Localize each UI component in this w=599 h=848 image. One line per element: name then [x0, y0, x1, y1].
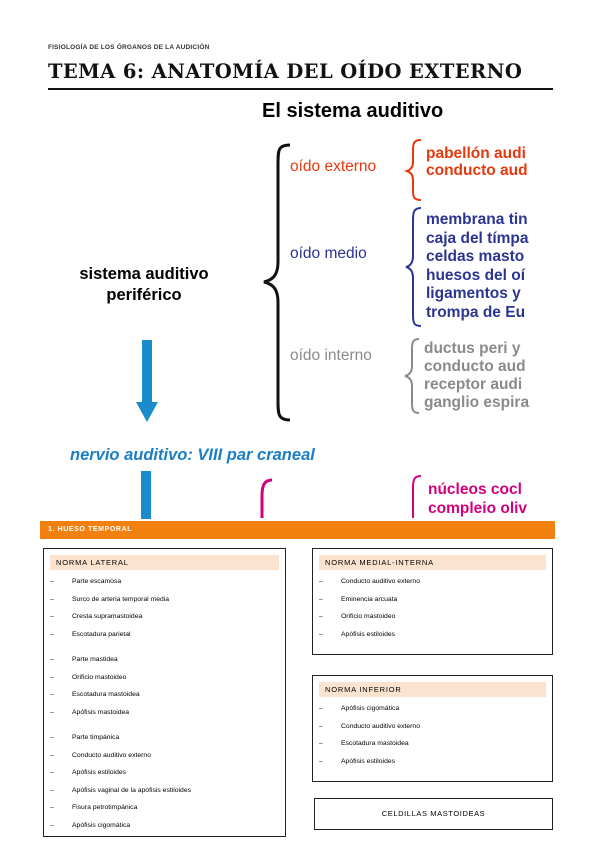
list-item: –Surco de arteria temporal media — [50, 591, 279, 609]
list-item: –Conducto auditivo externo — [319, 718, 546, 736]
middle-ear-item: caja del tímpa — [426, 229, 529, 247]
middle-ear-item: membrana tin — [426, 211, 528, 228]
list-item-text: Fisura petrotimpánica — [72, 804, 138, 811]
medial-box: NORMA MEDIAL-INTERNA –Conducto auditivo … — [312, 548, 553, 655]
middle-ear-list: membrana tin caja del tímpa celdas masto… — [426, 211, 541, 323]
list-item: –Apófisis estiloides — [50, 764, 279, 782]
list-item-text: Apófisis cigomática — [341, 705, 400, 712]
outer-brace — [403, 139, 422, 201]
middle-ear-label: oído medio — [290, 245, 367, 262]
magenta-brace-left — [260, 478, 273, 518]
nuclei-item: núcleos cocl — [428, 481, 522, 498]
list-item: –Escotadura parietal — [50, 626, 279, 644]
list-item: –Escotadura mastoidea — [50, 686, 279, 704]
middle-ear-item: celdas masto — [426, 248, 525, 265]
inferior-box: NORMA INFERIOR –Apófisis cigomática –Con… — [312, 675, 553, 782]
list-item: –Parte mastidea — [50, 651, 279, 669]
list-item: –Conducto auditivo externo — [319, 573, 546, 591]
lateral-group-2: –Parte mastidea –Orificio mastoideo –Esc… — [44, 651, 285, 721]
list-item-text: Surco de arteria temporal media — [72, 595, 170, 603]
section-header: 1. HUESO TEMPORAL — [40, 521, 555, 539]
middle-brace — [405, 207, 422, 327]
list-item: –Apófisis cigomática — [50, 817, 279, 835]
outer-ear-item: pabellón audi — [426, 145, 526, 162]
lateral-heading: NORMA LATERAL — [50, 555, 279, 570]
outer-ear-label: oído externo — [290, 158, 377, 175]
list-item: –Orificio mastoideo — [319, 608, 546, 626]
magenta-brace-right — [412, 475, 422, 518]
list-item-text: Conducto auditivo externo — [341, 722, 420, 730]
list-item: –Orificio mastoideo — [50, 669, 279, 687]
nuclei-item: compleio oliv — [428, 500, 528, 517]
nuclei-list: núcleos cocl compleio oliv — [428, 480, 541, 521]
outer-ear-item: conducto aud — [426, 162, 528, 179]
list-item: –Fisura petrotimpánica — [50, 799, 279, 817]
list-item-text: Parte mastidea — [72, 656, 118, 663]
list-item-text: Apófisis cigomática — [72, 821, 131, 829]
list-item: –Apófisis mastoidea — [50, 704, 279, 722]
list-item-text: Apófisis mastoidea — [72, 708, 130, 716]
lateral-group-3: –Parte timpánica –Conducto auditivo exte… — [44, 729, 285, 834]
medial-heading: NORMA MEDIAL-INTERNA — [319, 555, 546, 570]
list-item-text: Conducto auditivo externo — [341, 578, 420, 585]
figure-title: El sistema auditivo — [262, 100, 444, 122]
list-item: –Apófisis estiloides — [319, 753, 546, 771]
list-item-text: Apófisis estiloides — [341, 630, 396, 638]
subject-label: FISIOLOGÍA DE LOS ÓRGANOS DE LA AUDICIÓN — [48, 44, 210, 51]
list-item: –Apófisis cigomática — [319, 700, 546, 718]
inferior-list: –Apófisis cigomática –Conducto auditivo … — [313, 700, 552, 770]
lateral-box: NORMA LATERAL –Parte escamosa –Surco de … — [43, 548, 286, 837]
list-item: –Conducto auditivo externo — [50, 747, 279, 765]
list-item: –Apófisis estiloides — [319, 626, 546, 644]
list-item-text: Escotadura mastoidea — [341, 740, 409, 747]
list-item-text: Escotadura parietal — [72, 630, 131, 638]
list-item-text: Apófisis estiloides — [72, 769, 127, 776]
list-item-text: Conducto auditivo externo — [72, 751, 151, 759]
list-item-text: Cresta supramastoidea — [72, 613, 143, 620]
list-item-text: Parte timpánica — [72, 734, 120, 741]
list-item-text: Apófisis vaginal de la apófisis estiloid… — [72, 786, 192, 794]
list-item: –Eminencia arcuata — [319, 591, 546, 609]
inner-ear-label: oído interno — [290, 347, 372, 364]
list-item-text: Escotadura mastoidea — [72, 691, 140, 698]
list-item-text: Eminencia arcuata — [341, 595, 398, 603]
inner-ear-item: receptor audi — [424, 376, 523, 393]
title-divider — [48, 88, 553, 90]
list-item: –Parte timpánica — [50, 729, 279, 747]
celdillas-box: CELDILLAS MASTOIDEAS — [314, 798, 553, 830]
peripheral-system-label: sistema auditivo periférico — [79, 265, 209, 304]
outer-ear-list: pabellón audi conducto aud — [426, 145, 541, 185]
inner-brace — [404, 338, 420, 414]
main-brace — [263, 143, 291, 422]
list-item-text: Apófisis estiloides — [341, 757, 396, 765]
middle-ear-item: ligamentos y — [426, 285, 521, 302]
inner-ear-item: ductus peri y — [424, 340, 521, 357]
page-title: TEMA 6: ANATOMÍA DEL OÍDO EXTERNO — [48, 60, 523, 83]
list-item-text: Orificio mastoideo — [72, 673, 127, 681]
list-item: –Cresta supramastoidea — [50, 608, 279, 626]
list-item: –Parte escamosa — [50, 573, 279, 591]
inner-ear-item: conducto aud — [424, 358, 526, 375]
down-arrow-shaft — [142, 340, 152, 403]
middle-ear-item: huesos del oí — [426, 266, 526, 284]
middle-ear-item: trompa de Eu — [426, 303, 526, 321]
down-arrow-head — [136, 402, 158, 422]
lateral-group-1: –Parte escamosa –Surco de arteria tempor… — [44, 573, 285, 643]
list-item: –Escotadura mastoidea — [319, 735, 546, 753]
inferior-heading: NORMA INFERIOR — [319, 682, 546, 697]
inner-ear-item: ganglio espira — [424, 394, 530, 411]
nerve-label: nervio auditivo: VIII par craneal — [70, 446, 315, 464]
list-item: –Apófisis vaginal de la apófisis estiloi… — [50, 782, 279, 800]
inner-ear-list: ductus peri y conducto aud receptor audi… — [424, 340, 541, 416]
list-item-text: Parte escamosa — [72, 578, 122, 585]
list-item-text: Orificio mastoideo — [341, 613, 396, 620]
medial-list: –Conducto auditivo externo –Eminencia ar… — [313, 573, 552, 643]
nerve-arrow-shaft — [141, 471, 151, 519]
